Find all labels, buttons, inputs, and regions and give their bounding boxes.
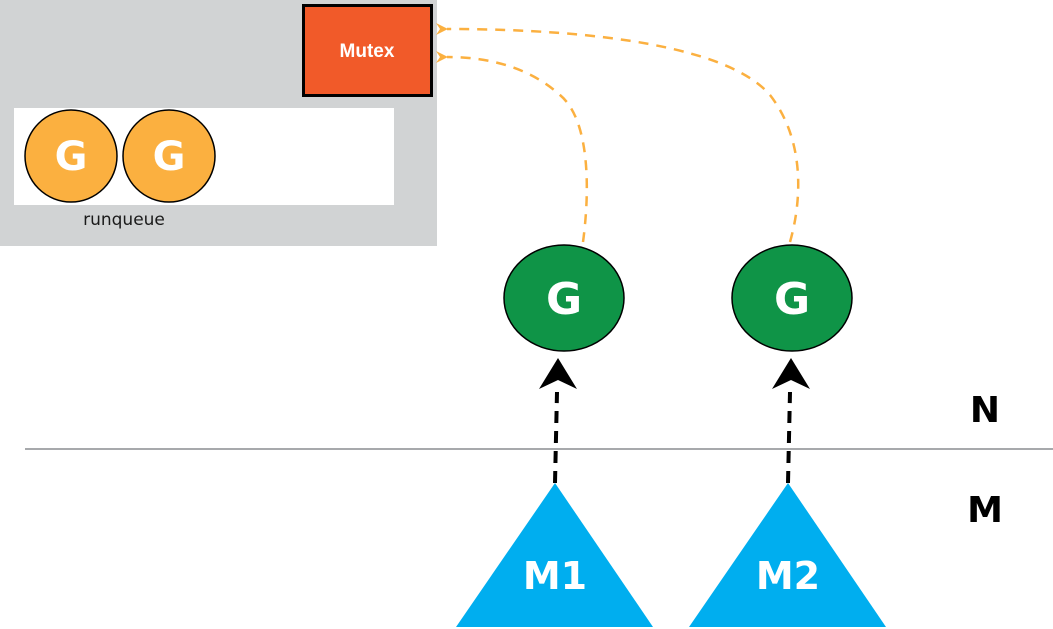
arrowhead-up-icon — [772, 358, 810, 389]
machine-label: M1 — [523, 554, 587, 598]
layer-label-n: N — [970, 390, 1000, 431]
queued-goroutine-label: G — [55, 134, 88, 180]
machine-label: M2 — [756, 554, 820, 598]
run-arrow — [772, 358, 810, 484]
queued-goroutine: G — [24, 109, 118, 203]
runqueue-label: runqueue — [83, 210, 165, 230]
running-goroutine-label: G — [546, 274, 582, 325]
layer-label-m: M — [967, 490, 1003, 531]
running-goroutine: G — [731, 244, 853, 352]
mutex-label: Mutex — [340, 41, 395, 62]
machine-thread: M1 — [456, 483, 653, 627]
machine-thread: M2 — [689, 483, 886, 627]
wait-arrow — [435, 22, 800, 243]
queued-goroutine-label: G — [153, 134, 186, 180]
run-arrow — [539, 358, 577, 484]
mutex-box: Mutex — [302, 4, 433, 97]
running-goroutine: G — [503, 244, 625, 352]
running-goroutine-label: G — [774, 274, 810, 325]
arrowhead-up-icon — [539, 358, 577, 389]
wait-arrow — [435, 50, 589, 243]
queued-goroutine: G — [122, 109, 216, 203]
